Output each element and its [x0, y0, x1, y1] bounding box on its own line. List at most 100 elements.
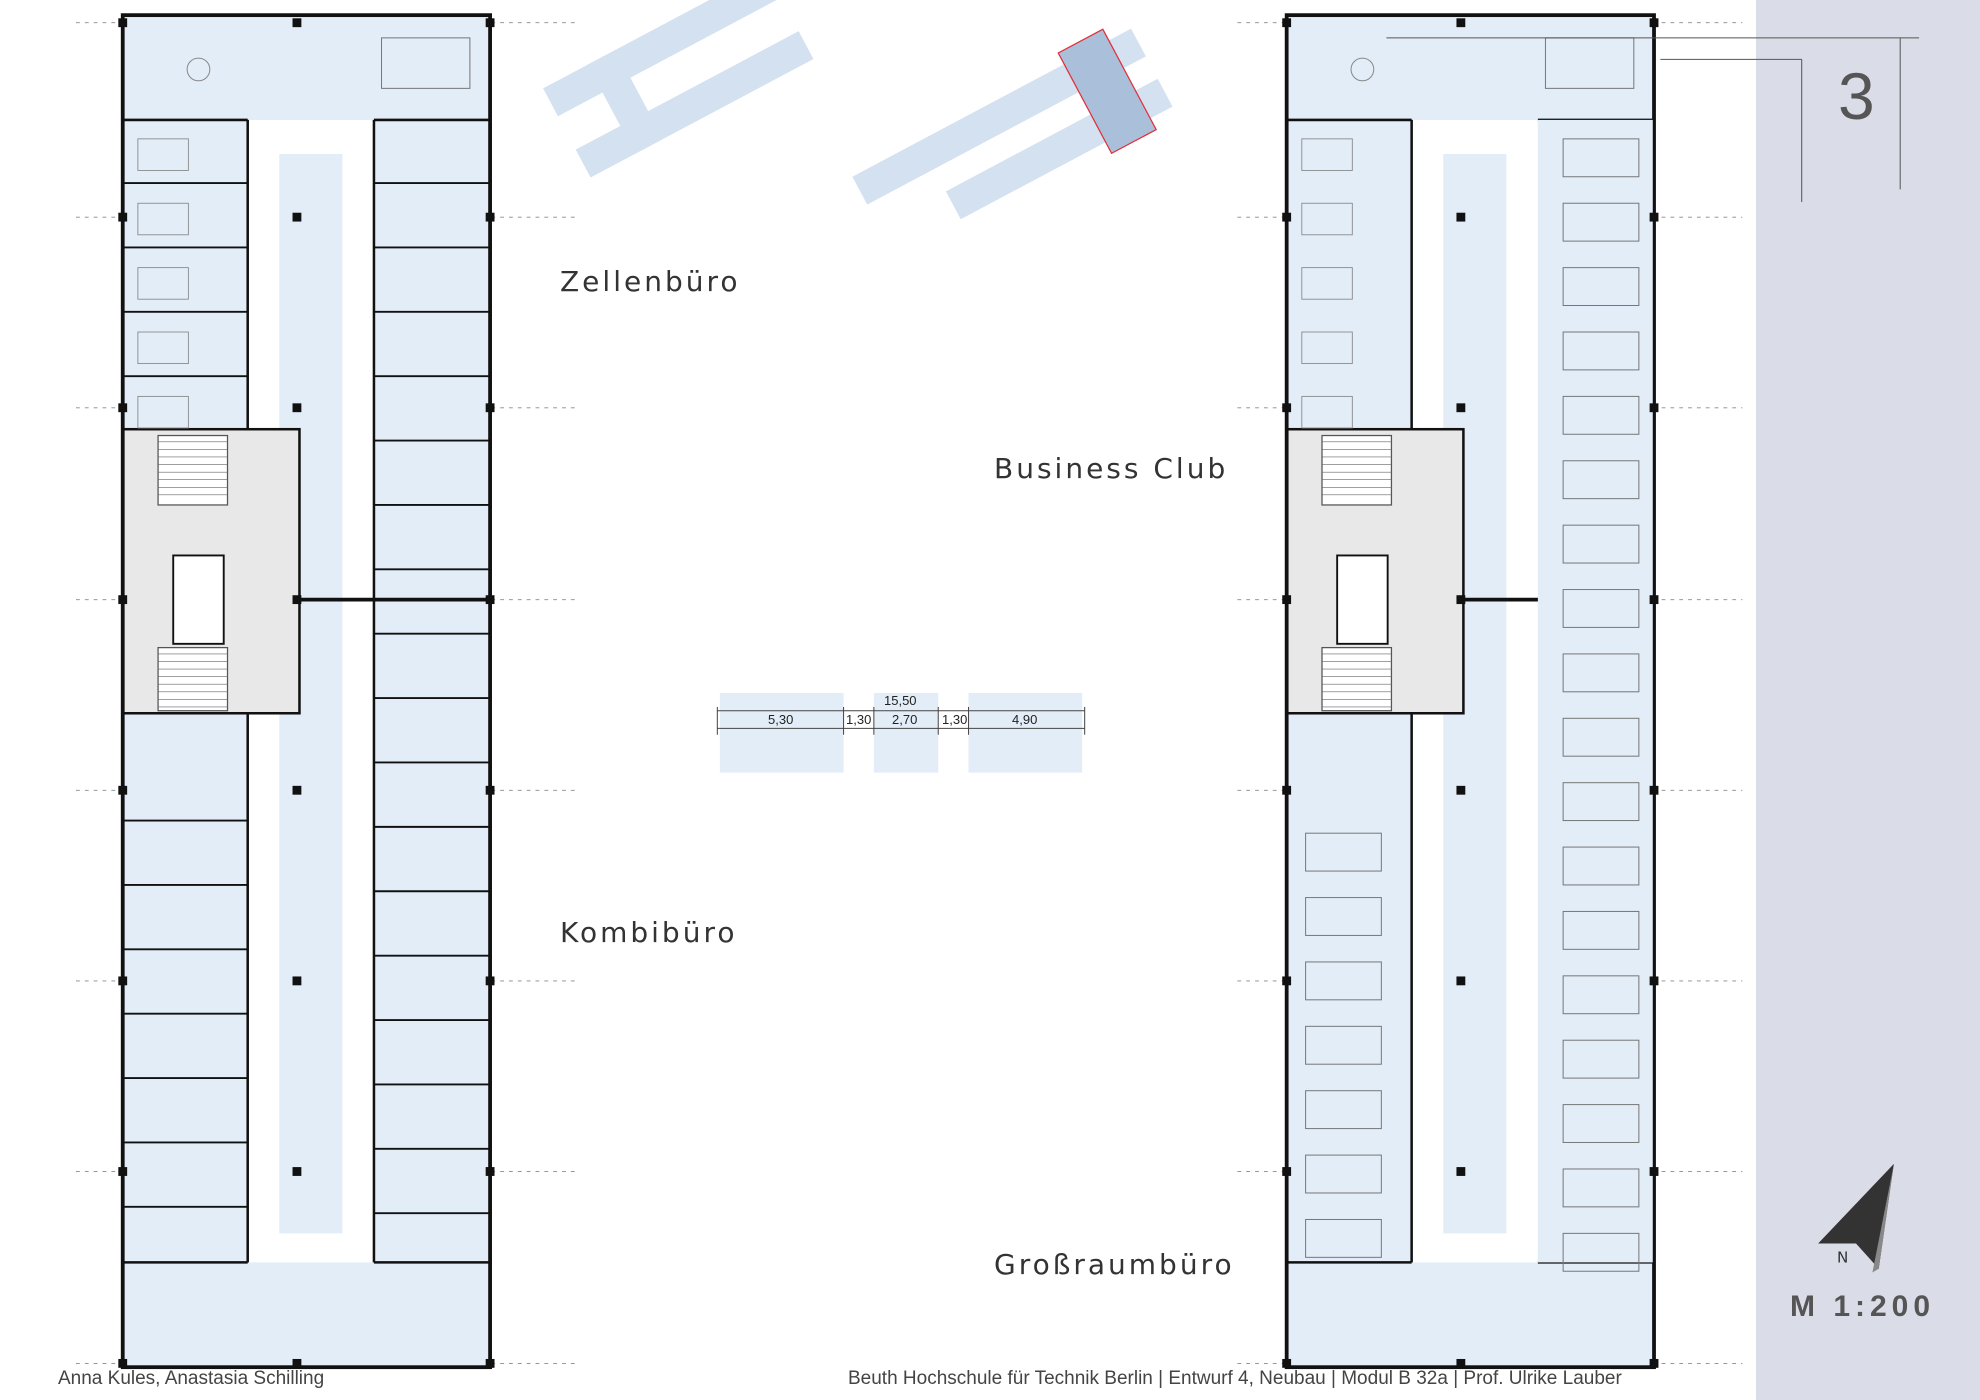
column [118, 18, 128, 28]
section-block [873, 693, 939, 773]
desk-group [1562, 653, 1640, 693]
column [1282, 595, 1292, 605]
dimension-segment: 4,90 [1012, 712, 1038, 727]
exterior-wall [120, 13, 492, 1370]
desk-group [1562, 331, 1640, 371]
column [1456, 1358, 1466, 1368]
section-block [719, 693, 844, 773]
desk-group [1562, 1039, 1640, 1079]
column [1456, 976, 1466, 986]
desk-group [1562, 717, 1640, 757]
dimension-segment: 5,30 [768, 712, 794, 727]
desk-group [1562, 524, 1640, 564]
dimension-segment: 1,30 [846, 712, 872, 727]
column [118, 403, 128, 413]
desk [137, 267, 189, 300]
column [292, 976, 302, 986]
label-grossraumbuero: Großraumbüro [994, 1248, 1235, 1281]
column [1649, 212, 1659, 222]
column [292, 785, 302, 795]
column [292, 1167, 302, 1176]
desk [137, 331, 189, 365]
column [1456, 18, 1466, 28]
column [1282, 976, 1292, 986]
column [292, 403, 302, 413]
column [1282, 18, 1292, 28]
column [1456, 785, 1466, 795]
stair [157, 646, 229, 712]
column [485, 212, 495, 222]
desk-group [1562, 782, 1640, 822]
desk [137, 202, 189, 236]
label-business-club: Business Club [994, 452, 1229, 485]
column [1282, 1358, 1292, 1368]
column [1649, 976, 1659, 986]
column [1649, 595, 1659, 605]
round-table [186, 57, 211, 82]
open-office [1537, 119, 1653, 1263]
scale-label: M 1:200 [1790, 1290, 1936, 1323]
footer-authors: Anna Kules, Anastasia Schilling [58, 1368, 325, 1389]
desk-group [1305, 1154, 1382, 1194]
desk-group [1305, 897, 1382, 936]
column [1456, 595, 1466, 605]
column [292, 18, 302, 28]
column [1456, 1167, 1466, 1176]
desk [137, 395, 189, 429]
elevator [172, 554, 225, 645]
column [1649, 1358, 1659, 1368]
desk-group [1562, 138, 1640, 178]
desk-group [1562, 910, 1640, 950]
north-arrow-label: N [1837, 1248, 1848, 1266]
footer-credits: Beuth Hochschule für Technik Berlin | En… [848, 1368, 1622, 1389]
column [1282, 1167, 1292, 1176]
column [485, 1167, 495, 1176]
site-wing [587, 49, 663, 154]
column [485, 1358, 495, 1368]
desk-group [1305, 1218, 1382, 1258]
column [1649, 18, 1659, 28]
label-zellenbuero: Zellenbüro [560, 265, 741, 298]
column [485, 595, 495, 605]
column [1649, 1167, 1659, 1176]
column [292, 1358, 302, 1368]
stair [1321, 646, 1393, 712]
desk-group [1562, 846, 1640, 886]
dimension-total: 15,50 [884, 693, 917, 708]
desk-group [1562, 975, 1640, 1015]
dimension-segment: 2,70 [892, 712, 918, 727]
column [485, 18, 495, 28]
column [118, 595, 128, 605]
column [1282, 212, 1292, 222]
label-kombibuero: Kombibüro [560, 916, 738, 949]
stair [157, 434, 229, 506]
desk-group [1562, 1168, 1640, 1208]
site-diagram-right [852, 28, 1173, 220]
column [118, 212, 128, 222]
column [118, 1167, 128, 1176]
round-table [1350, 57, 1375, 82]
desk-group [1305, 832, 1382, 872]
column [1649, 785, 1659, 795]
column [118, 1358, 128, 1368]
section-block [968, 693, 1083, 773]
column [1456, 403, 1466, 413]
desk-group [1562, 1104, 1640, 1143]
column [485, 785, 495, 795]
desk-group [1305, 961, 1382, 1001]
column [485, 976, 495, 986]
elevator [1336, 554, 1389, 645]
highlighted-wing [1057, 28, 1158, 155]
desk-group [1562, 460, 1640, 500]
column [292, 212, 302, 222]
sheet-number: 3 [1838, 59, 1875, 133]
desk [1301, 138, 1353, 171]
desk-group [1305, 1025, 1382, 1065]
title-panel: 3 M 1:200 [1756, 0, 1980, 1400]
conference-table [381, 37, 471, 89]
desk [137, 138, 189, 171]
desk [1301, 202, 1353, 236]
desk [1301, 331, 1353, 365]
stair [1321, 434, 1393, 506]
desk-group [1562, 395, 1640, 435]
